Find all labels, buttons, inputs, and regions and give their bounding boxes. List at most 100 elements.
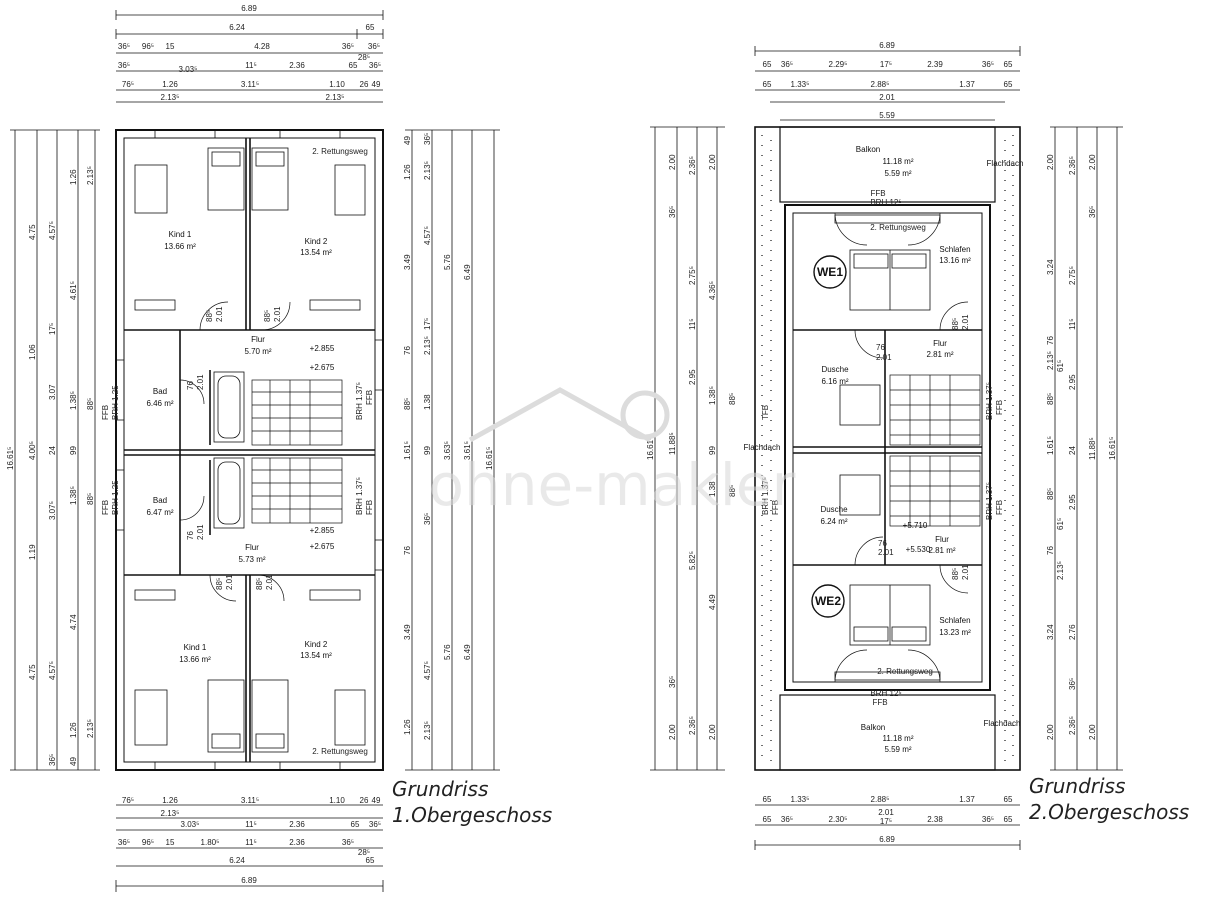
plan1-top-row5-b: 2.13⁵	[326, 93, 345, 102]
plan2-left-dim-11: 1.38⁵	[708, 386, 717, 405]
watermark-text: ohne-makler	[429, 451, 796, 519]
plan1-right-dim-2: 6.49	[463, 264, 472, 280]
plan2-right-dim-21: 2.13⁵	[1056, 561, 1065, 580]
plan2-right-dim-10: 2.13⁵	[1046, 351, 1055, 370]
plan2-we1-label: WE1	[817, 265, 843, 279]
plan1-bottom-row3-h: 28⁵	[358, 848, 370, 857]
plan1-door-label-10: 2.01	[225, 574, 234, 590]
plan2-balkon-door-top-2: BRH 12⁵	[870, 198, 901, 207]
plan1-right-dim-12: 2.13⁵	[423, 336, 432, 355]
plan2-window-label-7: FFB	[771, 500, 780, 515]
plan1-rettungsweg-bottom: 2. Rettungsweg	[312, 747, 368, 756]
plan1-window-label-7: FFB	[101, 500, 110, 515]
plan2-left-dim-4: 2.36⁵	[688, 156, 697, 175]
plan1-door-label-4: 2.01	[273, 306, 282, 322]
plan1-right-dim-11: 17⁵	[423, 318, 432, 330]
plan2-window-label-1: TFB	[761, 405, 770, 420]
plan2-top-row2-a: 65	[763, 80, 772, 89]
plan2-right-dim-14: 88⁵	[1046, 393, 1055, 405]
plan1-right-dim-7: 1.26	[403, 164, 412, 180]
plan2-window-label-6: BRH 1.37⁵	[761, 477, 770, 515]
plan1-top-dimensions	[115, 10, 384, 103]
plan2-door-label-2: 2.01	[961, 314, 970, 330]
plan1-right-dim-19: 76	[403, 546, 412, 555]
plan1-room-kind2-bottom-area: 13.54 m²	[300, 651, 332, 660]
plan1-window-label-4: FFB	[365, 500, 374, 515]
plan2-rettungsweg-bottom: 2. Rettungsweg	[877, 667, 933, 676]
plan2-balkon-bottom-name: Balkon	[861, 723, 885, 732]
plan1-bottom-row2-e: 65	[351, 820, 360, 829]
plan2-bottom-row1-b: 1.33⁵	[791, 795, 810, 804]
plan1-left-dim-6: 4.61⁵	[69, 281, 78, 300]
plan2-left-dim-3: 2.00	[668, 154, 677, 170]
plan1-top-row2-b: 96⁵	[142, 42, 154, 51]
plan2-bottom-row2-d: 2.01	[878, 808, 894, 817]
plan2-right-dim-26: 2.36⁵	[1068, 716, 1077, 735]
plan2-right-dim-5: 2.00	[1088, 154, 1097, 170]
plan1-title-line2: 1.Obergeschoss	[392, 803, 553, 827]
plan1-right-dim-9: 36⁵	[423, 133, 432, 145]
plan2-right-dim-19: 61⁵	[1056, 518, 1065, 530]
plan1-top-row3-c: 11⁵	[245, 61, 257, 70]
plan1-window-label-6: BRH 1.25	[111, 385, 120, 420]
plan1-room-bad-bottom-area: 6.47 m²	[146, 508, 173, 517]
plan2-door-label-4: 2.01	[876, 353, 892, 362]
plan1-top-row3-f: 28⁵	[358, 53, 370, 62]
plan2-balkon-top-area2: 5.59 m²	[884, 169, 911, 178]
plan2-right-dim-8: 2.75⁵	[1068, 266, 1077, 285]
plan1-left-dim-25: 49	[69, 757, 78, 766]
plan1-left-dim-4: 1.26	[69, 169, 78, 185]
plan1-level-3: +2.855	[310, 526, 335, 535]
plan1-left-dim-2: 4.75	[28, 224, 37, 240]
plan1-level-1: +2.855	[310, 344, 335, 353]
plan2-dusche-bottom-name: Dusche	[820, 505, 848, 514]
plan2-stairs	[889, 374, 981, 527]
plan1-left-dim-17: 3.07⁵	[48, 501, 57, 520]
plan2-top-row2-c: 2.88⁵	[871, 80, 890, 89]
plan1-right-dim-25: 1.26	[403, 719, 412, 735]
plan2-door-label-6: 2.01	[878, 548, 894, 557]
plan1-left-dim-13: 99	[69, 446, 78, 455]
plan2-right-dim-1: 16.61⁵	[1108, 437, 1117, 460]
plan1-room-kind1-bottom-name: Kind 1	[184, 643, 207, 652]
plan2-left-dim-8: 4.36⁵	[708, 281, 717, 300]
plan2-right-dim-23: 2.76	[1068, 624, 1077, 640]
plan1-bottom-row2-f: 36⁵	[369, 820, 381, 829]
plan2-top-row2-d: 1.37	[959, 80, 975, 89]
plan2-right-dim-15: 1.61⁵	[1046, 436, 1055, 455]
plan1-bottom-row2-b: 3.03⁵	[181, 820, 200, 829]
plan2-right-dim-11: 76	[1046, 336, 1055, 345]
plan2-bottom-row1-c: 2.88⁵	[871, 795, 890, 804]
plan1-door-label-1: 88⁵	[205, 310, 214, 322]
plan1-left-dim-14: 24	[48, 446, 57, 455]
plan2-right-dim-25: 2.00	[1046, 724, 1055, 740]
plan2-right-dim-27: 2.00	[1088, 724, 1097, 740]
plan1-top-row3-e: 65	[349, 61, 358, 70]
plan1-bottom-row2-d: 2.36	[289, 820, 305, 829]
plan1-top-row3-b: 3.03⁵	[179, 65, 198, 74]
plan1-left-dim-3: 4.57⁵	[48, 221, 57, 240]
plan2-we1-circle	[813, 255, 847, 289]
plan2-title-line1: Grundriss	[1029, 774, 1126, 798]
plan1-left-dim-5: 2.13⁵	[86, 166, 95, 185]
plan2-schlafen-bottom-area: 13.23 m²	[939, 628, 971, 637]
plan1-left-dim-10: 1.38⁵	[69, 391, 78, 410]
plan1-top-row2-d: 4.28	[254, 42, 270, 51]
plan2-level-2: +5.530	[906, 545, 931, 554]
plan2-left-dim-12: 88⁵	[728, 393, 737, 405]
plan1-bottom-row1-c: 3.11⁵	[241, 796, 259, 805]
plan1-left-dim-24: 36⁵	[48, 754, 57, 766]
plan2-bottom-row2-e: 17⁵	[880, 817, 892, 826]
plan2-door-label-3: 76	[876, 343, 885, 352]
plan1-left-dim-8: 1.06	[28, 344, 37, 360]
plan2-title-line2: 2.Obergeschoss	[1029, 800, 1190, 824]
plan1-right-dim-5: 3.49	[403, 254, 412, 270]
plan2-balkon-bottom-area2: 5.59 m²	[884, 745, 911, 754]
plan2-dusche-top-area: 6.16 m²	[821, 377, 848, 386]
plan2-window-label-5: FFB	[995, 500, 1004, 515]
plan1-right-dim-26: 2.13⁵	[423, 721, 432, 740]
plan1-stairs	[251, 379, 343, 524]
plan2-we2-label: WE2	[815, 594, 841, 608]
plan2-top-row1-e: 2.39	[927, 60, 943, 69]
